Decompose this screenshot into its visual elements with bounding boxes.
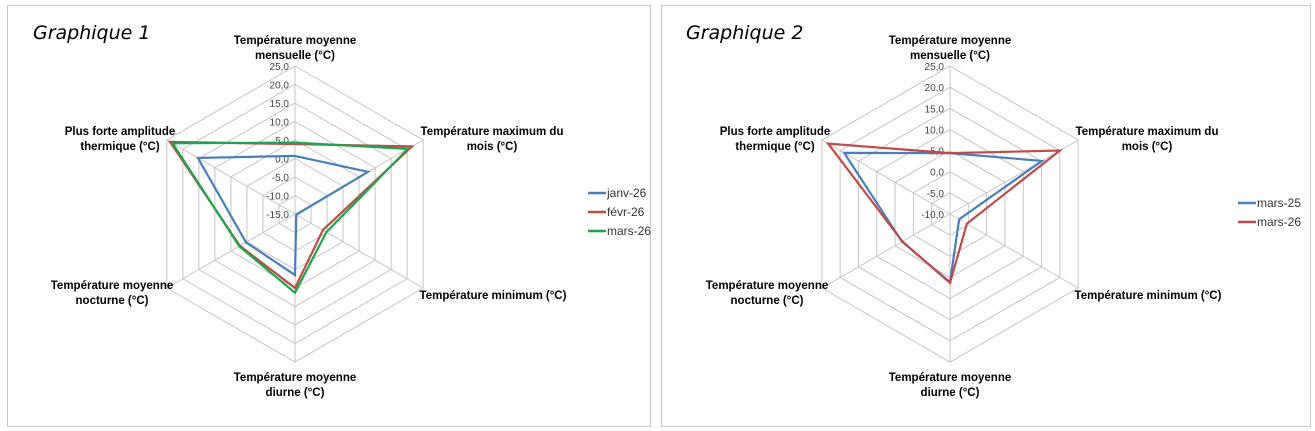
tick-label: 0,0 (930, 168, 944, 179)
tick-label: -5,0 (272, 173, 290, 184)
axis-label: nocturne (°C) (76, 295, 149, 307)
tick-label: -10,0 (266, 192, 289, 203)
axis-label: Température moyenne (234, 372, 357, 384)
axis-spoke (166, 139, 296, 215)
axis-label: thermique (°C) (735, 141, 815, 153)
axis-label: Température moyenne (234, 35, 357, 47)
tick-label: -15,0 (266, 210, 289, 221)
series-line-févr-26 (167, 140, 415, 290)
axis-spoke (294, 213, 424, 289)
axis-label: mois (°C) (467, 141, 518, 153)
axis-label: Température moyenne (51, 280, 174, 292)
axis-label: diurne (°C) (266, 387, 325, 399)
axis-label: Température moyenne (706, 280, 829, 292)
axis-label: Plus forte amplitude (65, 126, 176, 138)
legend-label: mars-25 (1257, 196, 1301, 210)
series-line-mars-26 (170, 141, 411, 295)
axis-label: mensuelle (°C) (255, 50, 335, 62)
axis-label: Température maximum du (1076, 126, 1219, 138)
tick-label: 25,0 (925, 62, 945, 73)
tick-label: 15,0 (925, 104, 945, 115)
tick-label: 0,0 (275, 155, 289, 166)
legend-label: mars-26 (607, 224, 651, 238)
chart-panel-2 (661, 5, 1311, 427)
chart-panel-1 (7, 5, 651, 427)
axis-spoke (949, 213, 1079, 289)
chart-title-2: Graphique 2 (686, 22, 804, 44)
axis-spoke (821, 213, 951, 289)
axis-label: mensuelle (°C) (910, 50, 990, 62)
tick-label: 20,0 (270, 81, 290, 92)
axis-spoke (166, 213, 296, 289)
tick-label: -5,0 (927, 189, 945, 200)
legend-label: févr-26 (607, 205, 645, 219)
axis-label: Température moyenne (889, 372, 1012, 384)
axis-label: nocturne (°C) (731, 295, 804, 307)
chart-title-1: Graphique 1 (33, 22, 151, 44)
tick-label: 10,0 (270, 118, 290, 129)
axis-label: Température maximum du (421, 126, 564, 138)
tick-label: 25,0 (270, 62, 290, 73)
axis-label: Température minimum (°C) (1075, 290, 1222, 302)
axis-label: Température moyenne (889, 35, 1012, 47)
tick-label: 10,0 (925, 125, 945, 136)
tick-label: 20,0 (925, 83, 945, 94)
axis-label: mois (°C) (1122, 141, 1173, 153)
tick-label: 5,0 (275, 136, 289, 147)
axis-label: diurne (°C) (921, 387, 980, 399)
tick-label: 15,0 (270, 99, 290, 110)
axis-label: thermique (°C) (80, 141, 160, 153)
legend-label: mars-26 (1257, 215, 1301, 229)
tick-label: -10,0 (921, 210, 944, 221)
axis-label: Température minimum (°C) (420, 290, 567, 302)
legend-label: janv-26 (606, 186, 647, 200)
axis-label: Plus forte amplitude (720, 126, 831, 138)
